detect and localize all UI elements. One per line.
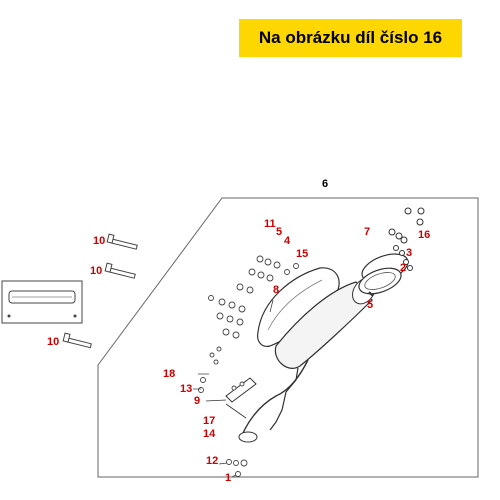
banner-text: Na obrázku díl číslo 16 <box>258 28 443 47</box>
mounting-bracket <box>225 377 257 403</box>
leader-lines <box>193 299 274 478</box>
part-number-banner: Na obrázku díl číslo 16 <box>239 19 462 57</box>
spring-pin <box>368 291 374 297</box>
exhaust-pipe <box>239 359 309 441</box>
callout-14: 14 <box>203 428 216 440</box>
long-bolt <box>106 233 138 250</box>
callout-7: 7 <box>364 226 370 238</box>
callout-15: 15 <box>296 248 308 260</box>
callout-8: 8 <box>273 284 279 296</box>
long-bolt <box>62 332 92 349</box>
heat-shield-panel <box>1 280 83 324</box>
gasket-ring-set <box>388 207 425 271</box>
callout-10c: 10 <box>47 336 59 348</box>
callout-3: 3 <box>406 247 412 259</box>
long-bolt <box>104 262 136 279</box>
callout-5b: 5 <box>367 299 373 311</box>
callout-5a: 5 <box>276 226 282 238</box>
callout-10a: 10 <box>93 235 105 247</box>
callout-9: 9 <box>194 395 200 407</box>
bracket-bolt-set <box>198 346 245 393</box>
assembly-frame <box>97 197 479 478</box>
callout-13: 13 <box>180 383 192 395</box>
callout-11: 11 <box>264 218 276 230</box>
callout-18: 18 <box>163 368 175 380</box>
nut-washer-set <box>208 255 299 339</box>
bottom-fastener-set <box>226 459 248 477</box>
callout-16: 16 <box>418 229 430 241</box>
callout-17: 17 <box>203 415 215 427</box>
callout-6: 6 <box>322 178 328 190</box>
callout-10b: 10 <box>90 265 102 277</box>
callout-1: 1 <box>225 472 231 484</box>
pipe-flange <box>238 431 258 443</box>
callout-4: 4 <box>284 235 291 247</box>
callout-2: 2 <box>400 262 406 274</box>
callout-12: 12 <box>206 455 218 467</box>
